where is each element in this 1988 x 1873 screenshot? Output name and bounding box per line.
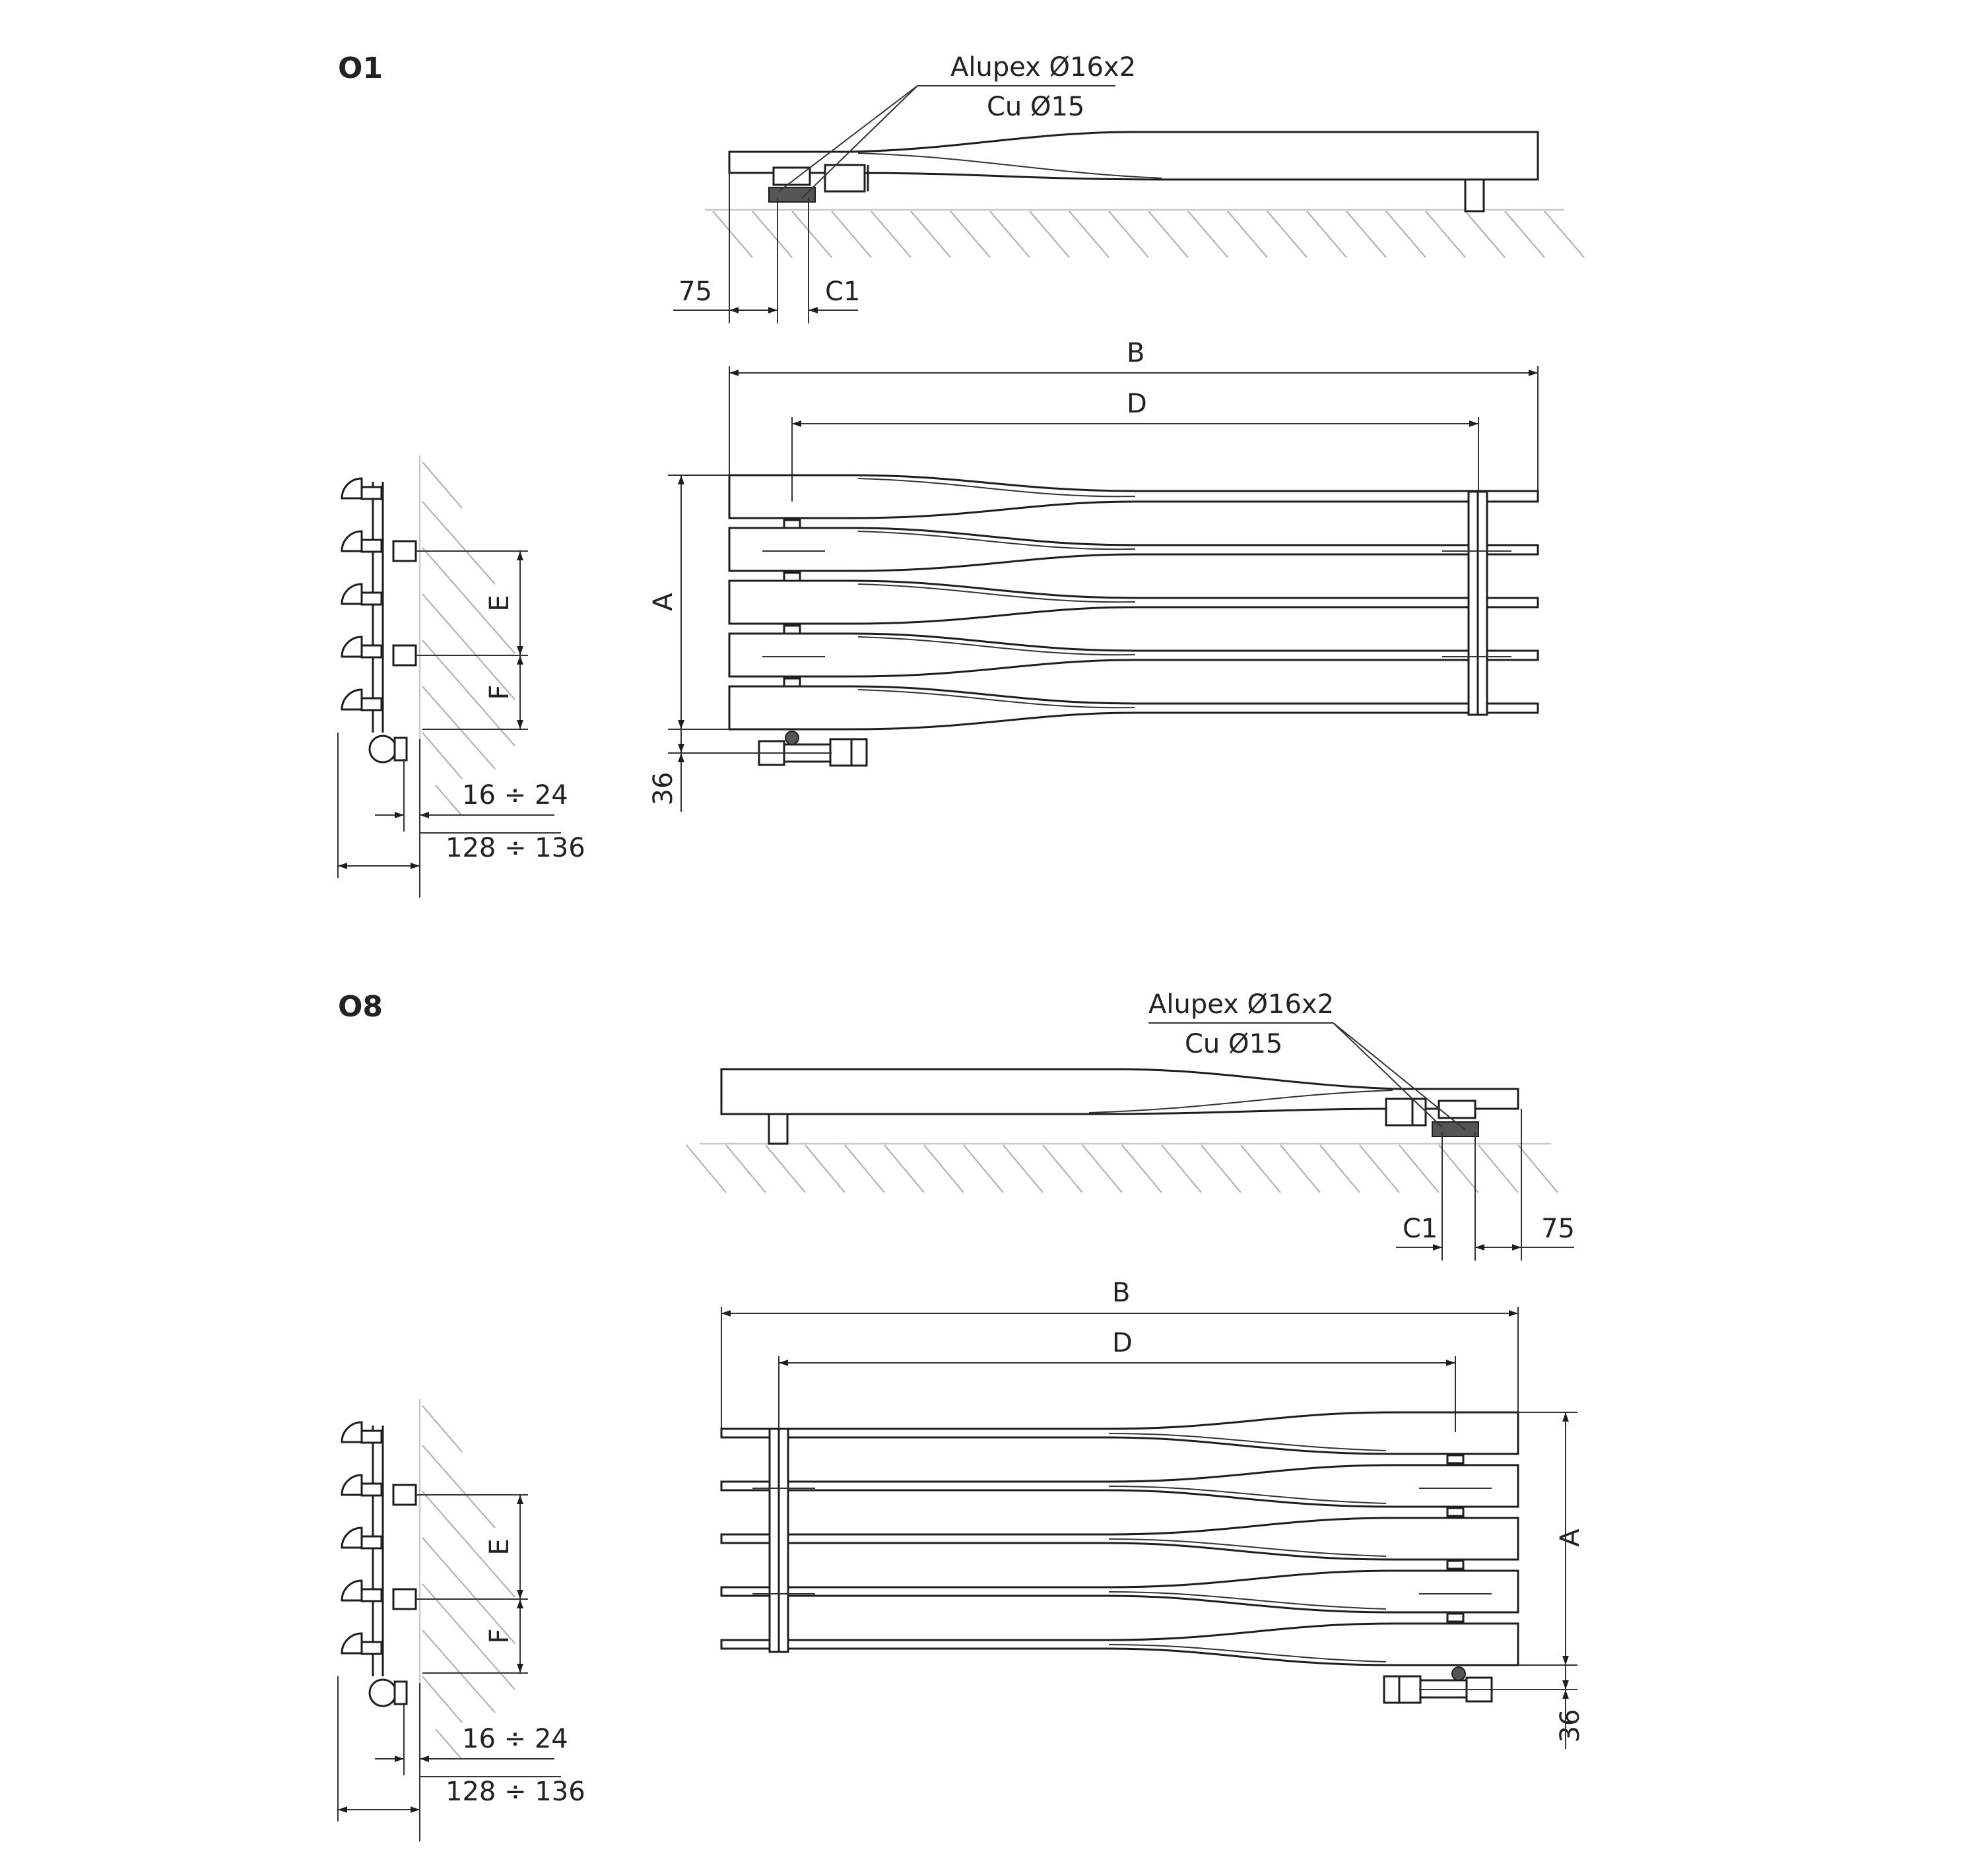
pipe-label-cu: Cu Ø15 (1185, 1029, 1282, 1059)
dim-16-24: 16 ÷ 24 (462, 780, 568, 810)
wall-bracket-bottom (392, 1588, 417, 1610)
panel-title: O8 (338, 990, 383, 1024)
dim-a: A (648, 593, 679, 611)
valve-side (368, 1678, 397, 1707)
top-view: Alupex Ø16x2 Cu Ø15 C1 75 (686, 989, 1575, 1261)
top-view: Alupex Ø16x2 Cu Ø15 75 C1 (673, 52, 1585, 323)
wall-hatch (422, 1405, 515, 1760)
dim-75: 75 (1541, 1214, 1575, 1244)
dim-e: E (484, 595, 515, 611)
dim-c1: C1 (825, 277, 860, 307)
panel-o8: O8 Alupex Ø16x2 Cu Ø15 C1 75 (337, 989, 1585, 1841)
dim-f: F (484, 684, 515, 700)
side-view: E F 16 ÷ 24 128 ÷ 136 (337, 455, 585, 898)
dim-36: 36 (648, 772, 679, 806)
dim-16-24: 16 ÷ 24 (462, 1724, 568, 1754)
dim-a: A (1555, 1528, 1585, 1547)
pipe-label-alupex: Alupex Ø16x2 (950, 52, 1136, 82)
dim-e: E (484, 1538, 515, 1555)
fin-4 (720, 1569, 1519, 1614)
valve-head (829, 738, 868, 767)
panel-title: O1 (338, 51, 383, 85)
panel-o1: O1 Alupex Ø16x2 Cu Ø15 75 C1 (337, 51, 1585, 898)
pipe-label-alupex: Alupex Ø16x2 (1148, 989, 1334, 1020)
valve-nut (768, 187, 816, 203)
front-view: B D (648, 338, 1539, 812)
wall-bracket (768, 1113, 789, 1145)
pipe-label-cu: Cu Ø15 (987, 92, 1084, 122)
fin-1 (728, 474, 1539, 519)
front-view: B D (720, 1278, 1585, 1749)
valve-head (1383, 1675, 1422, 1704)
dim-75: 75 (679, 277, 712, 307)
wall-hatch (422, 461, 515, 816)
dim-c1: C1 (1403, 1214, 1438, 1244)
valve-side (368, 735, 397, 764)
fin-1 (720, 1411, 1519, 1455)
dim-128-136: 128 ÷ 136 (446, 1777, 585, 1807)
fin-3 (728, 579, 1539, 625)
fin-5 (720, 1622, 1519, 1666)
radiator-body (720, 1068, 1519, 1115)
wall-bracket-bottom (392, 644, 417, 667)
wall-bracket-top (392, 540, 417, 562)
floor-hatch (712, 211, 1585, 258)
dim-128-136: 128 ÷ 136 (446, 833, 585, 863)
dim-d: D (1112, 1328, 1133, 1358)
dim-36: 36 (1555, 1709, 1585, 1743)
collector-right-clip (1446, 1454, 1465, 1464)
valve-body (1385, 1098, 1427, 1127)
fin-2 (728, 527, 1539, 572)
fin-3 (720, 1517, 1519, 1561)
collector-left-clip (783, 519, 801, 529)
dim-f: F (484, 1628, 515, 1643)
wall-bracket (1464, 178, 1485, 213)
floor-hatch (686, 1144, 1558, 1193)
fin-4 (728, 632, 1539, 678)
valve-head (1438, 1100, 1476, 1119)
radiator-body (728, 131, 1539, 181)
side-view: E F 16 ÷ 24 128 ÷ 136 (337, 1399, 585, 1841)
fin-2 (720, 1464, 1519, 1508)
dim-b: B (1127, 338, 1144, 368)
dim-b: B (1112, 1278, 1130, 1308)
dim-d: D (1127, 389, 1147, 419)
fin-5 (728, 685, 1539, 731)
wall-bracket-top (392, 1484, 417, 1506)
